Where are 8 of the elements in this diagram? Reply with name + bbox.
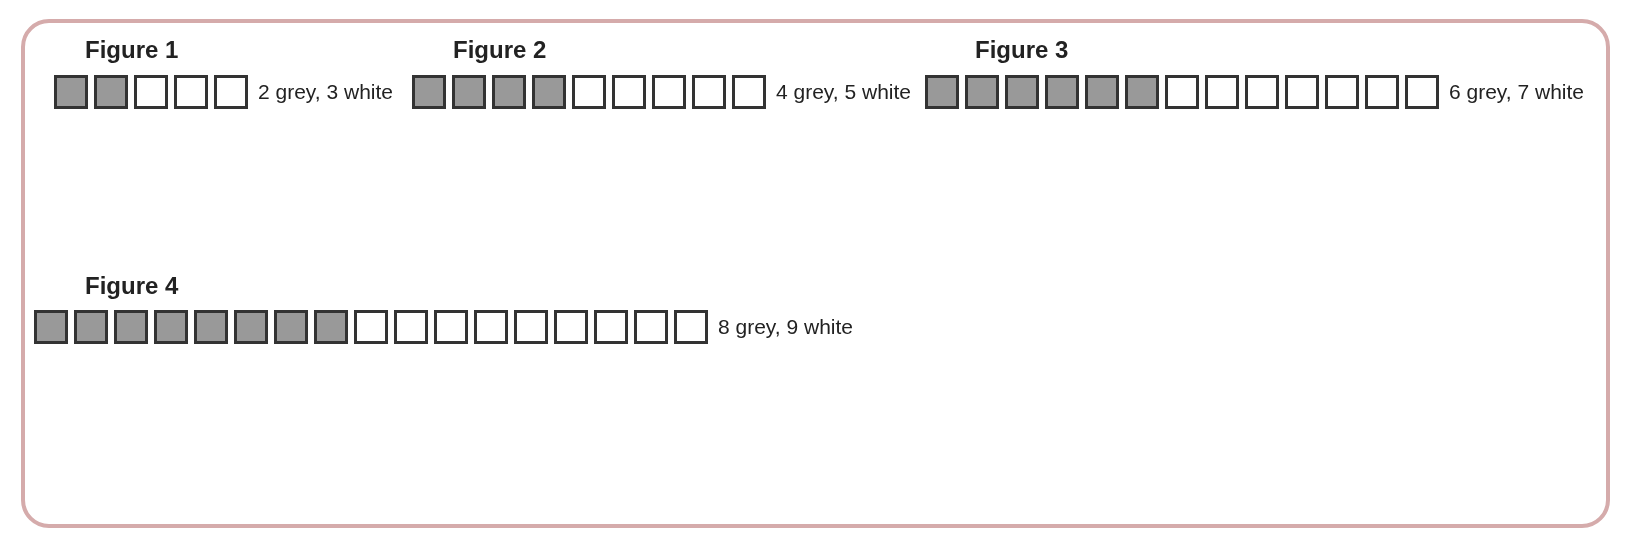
figure-caption: 2 grey, 3 white [258,79,393,105]
figure-title: Figure 2 [453,36,547,64]
figure-title: Figure 3 [975,36,1069,64]
figure-title: Figure 1 [85,36,179,64]
figure-caption: 6 grey, 7 white [1449,79,1584,105]
figure-caption: 4 grey, 5 white [776,79,911,105]
figure-caption: 8 grey, 9 white [718,314,853,340]
figure-title: Figure 4 [85,272,179,300]
